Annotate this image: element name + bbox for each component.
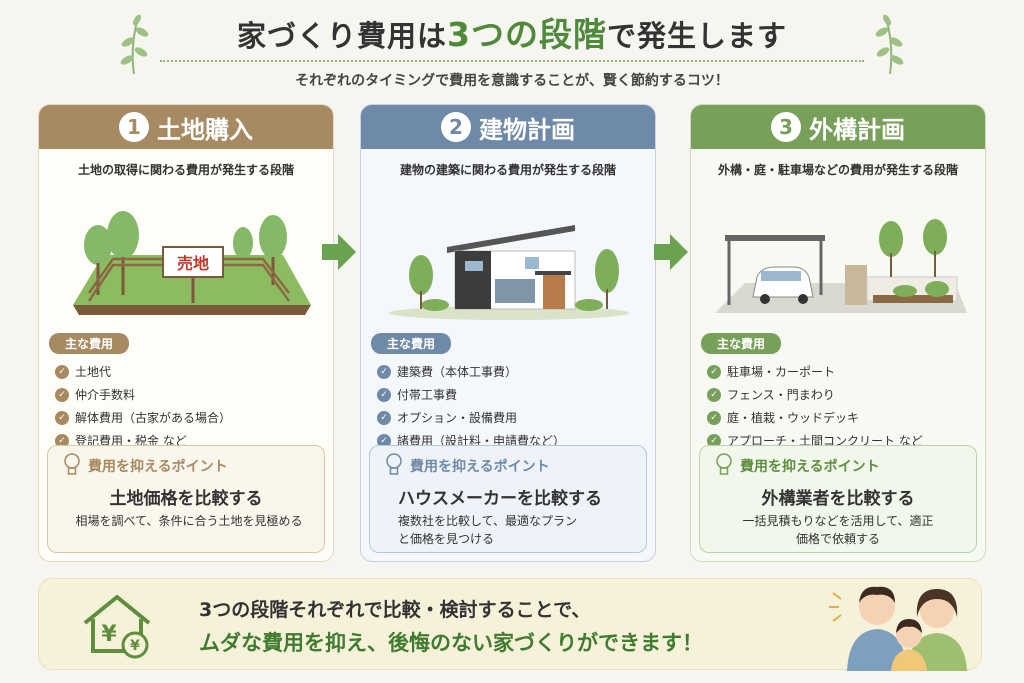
tip-heading: ハウスメーカーを比較する	[398, 489, 602, 509]
costs-label: 主な費用	[49, 333, 130, 354]
stage-name: 土地購入	[157, 115, 253, 144]
check-icon: ✓	[707, 433, 721, 448]
tip-box: 費用を抑えるポイント 土地価格を比較する 相場を調べて、条件に合う土地を見極める	[47, 445, 325, 553]
summary-banner: ¥ ¥ 3つの段階それぞれで比較・検討することで、 ムダな費用を抑え、後悔のない…	[38, 578, 982, 671]
cost-item: 付帯工事費	[397, 388, 458, 402]
stage-number: 3	[771, 112, 801, 142]
list-item: ✓ 駐車場・カーポート	[707, 360, 985, 383]
stage-card-land: 1 土地購入 土地の取得に関わる費用が発生する段階 売地 主な費用 ✓ 土地代 ✓…	[38, 104, 334, 562]
title-post: で発生します	[606, 19, 787, 53]
cost-list: ✓ 建築費（本体工事費） ✓ 付帯工事費 ✓ オプション・設備費用 ✓ 諸費用（設計料・…	[377, 360, 655, 452]
cost-item: 登記費用・税金 など	[75, 434, 187, 448]
cost-item: 諸費用（設計料・申請費など）	[397, 434, 566, 448]
title-highlight: 3つの段階	[447, 15, 607, 54]
list-item: ✓ 庭・植栽・ウッドデッキ	[707, 406, 985, 429]
cost-item: 建築費（本体工事費）	[397, 365, 518, 379]
sign-text: 売地	[177, 254, 209, 273]
list-item: ✓ 仲介手数料	[55, 383, 333, 406]
title-divider	[160, 60, 864, 62]
cost-item: オプション・設備費用	[397, 411, 518, 425]
check-icon: ✓	[55, 433, 69, 448]
check-icon: ✓	[55, 387, 69, 402]
stage-number: 2	[441, 112, 471, 142]
cost-list: ✓ 土地代 ✓ 仲介手数料 ✓ 解体費用（古家がある場合） ✓ 登記費用・税金 など	[55, 360, 333, 452]
check-icon: ✓	[707, 387, 721, 402]
summary-line-1: 3つの段階それぞれで比較・検討することで、	[199, 599, 591, 621]
stage-card-exterior: 3 外構計画 外構・庭・駐車場などの費用が発生する段階 主な費用 ✓ 駐車場・カー…	[690, 104, 986, 562]
cost-item: 駐車場・カーポート	[727, 365, 836, 379]
list-item: ✓ 諸費用（設計料・申請費など）	[377, 429, 655, 452]
check-icon: ✓	[55, 410, 69, 425]
list-item: ✓ 建築費（本体工事費）	[377, 360, 655, 383]
list-item: ✓ フェンス・門まわり	[707, 383, 985, 406]
check-icon: ✓	[377, 410, 391, 425]
land-illustration: 売地	[73, 211, 311, 315]
arrow-right-icon	[654, 234, 688, 270]
stage-card-building: 2 建物計画 建物の建築に関わる費用が発生する段階 主な費用 ✓ 建築費（本体工事…	[360, 104, 656, 562]
cost-item: 庭・植栽・ウッドデッキ	[727, 411, 860, 425]
lightbulb-icon	[386, 453, 402, 475]
tip-title: 費用を抑えるポイント	[740, 459, 880, 475]
cost-list: ✓ 駐車場・カーポート ✓ フェンス・門まわり ✓ 庭・植栽・ウッドデッキ ✓ アプロー…	[707, 360, 985, 452]
check-icon: ✓	[707, 410, 721, 425]
costs-label: 主な費用	[371, 333, 452, 354]
stage-description: 外構・庭・駐車場などの費用が発生する段階	[717, 163, 958, 177]
house-illustration	[389, 225, 629, 320]
page-title: 家づくり費用は3つの段階で発生します	[0, 8, 1024, 56]
stage-header: 1 土地購入	[39, 105, 333, 149]
check-icon: ✓	[377, 433, 391, 448]
lightbulb-icon	[64, 453, 80, 475]
check-icon: ✓	[707, 364, 721, 379]
title-pre: 家づくり費用は	[237, 19, 448, 53]
stage-description: 建物の建築に関わる費用が発生する段階	[399, 163, 616, 177]
exterior-illustration	[715, 219, 967, 313]
check-icon: ✓	[377, 387, 391, 402]
tip-body: 一括見積もりなどを活用して、適正価格で依頼する	[742, 514, 934, 546]
cost-item: 解体費用（古家がある場合）	[75, 411, 232, 425]
tip-box: 費用を抑えるポイント 外構業者を比較する 一括見積もりなどを活用して、適正価格で…	[699, 445, 977, 553]
tip-box: 費用を抑えるポイント ハウスメーカーを比較する 複数社を比較して、最適なプランと…	[369, 445, 647, 553]
list-item: ✓ アプローチ・土間コンクリート など	[707, 429, 985, 452]
stage-header: 3 外構計画	[691, 105, 985, 149]
stage-name: 建物計画	[479, 115, 575, 144]
tip-body: 複数社を比較して、最適なプランと価格を見つける	[398, 514, 578, 546]
family-illustration	[829, 586, 967, 671]
list-item: ✓ 付帯工事費	[377, 383, 655, 406]
cost-item: アプローチ・土間コンクリート など	[727, 434, 923, 448]
stage-number: 1	[119, 112, 149, 142]
page-subtitle: それぞれのタイミングで費用を意識することが、賢く節約するコツ！	[295, 73, 729, 89]
check-icon: ✓	[377, 364, 391, 379]
check-icon: ✓	[55, 364, 69, 379]
leaf-decoration-icon	[875, 14, 904, 75]
cost-item: 仲介手数料	[75, 388, 136, 402]
tip-title: 費用を抑えるポイント	[410, 459, 550, 475]
tip-heading: 外構業者を比較する	[761, 489, 915, 509]
cost-item: 土地代	[75, 365, 112, 379]
list-item: ✓ オプション・設備費用	[377, 406, 655, 429]
house-yen-icon: ¥ ¥	[83, 595, 151, 659]
leaf-decoration-icon	[120, 14, 149, 75]
cost-item: フェンス・門まわり	[727, 388, 835, 402]
coin-yen-symbol: ¥	[130, 638, 140, 654]
stage-name: 外構計画	[809, 115, 905, 144]
costs-label: 主な費用	[701, 333, 782, 354]
tip-title: 費用を抑えるポイント	[88, 459, 228, 475]
list-item: ✓ 解体費用（古家がある場合）	[55, 406, 333, 429]
stage-description: 土地の取得に関わる費用が発生する段階	[77, 163, 294, 177]
summary-line-2: ムダな費用を抑え、後悔のない家づくりができます！	[199, 631, 703, 655]
arrow-right-icon	[322, 234, 356, 270]
tip-heading: 土地価格を比較する	[109, 489, 263, 509]
list-item: ✓ 登記費用・税金 など	[55, 429, 333, 452]
lightbulb-icon	[716, 453, 732, 475]
tip-body: 相場を調べて、条件に合う土地を見極める	[75, 514, 303, 528]
list-item: ✓ 土地代	[55, 360, 333, 383]
stage-header: 2 建物計画	[361, 105, 655, 149]
yen-symbol: ¥	[101, 622, 117, 647]
